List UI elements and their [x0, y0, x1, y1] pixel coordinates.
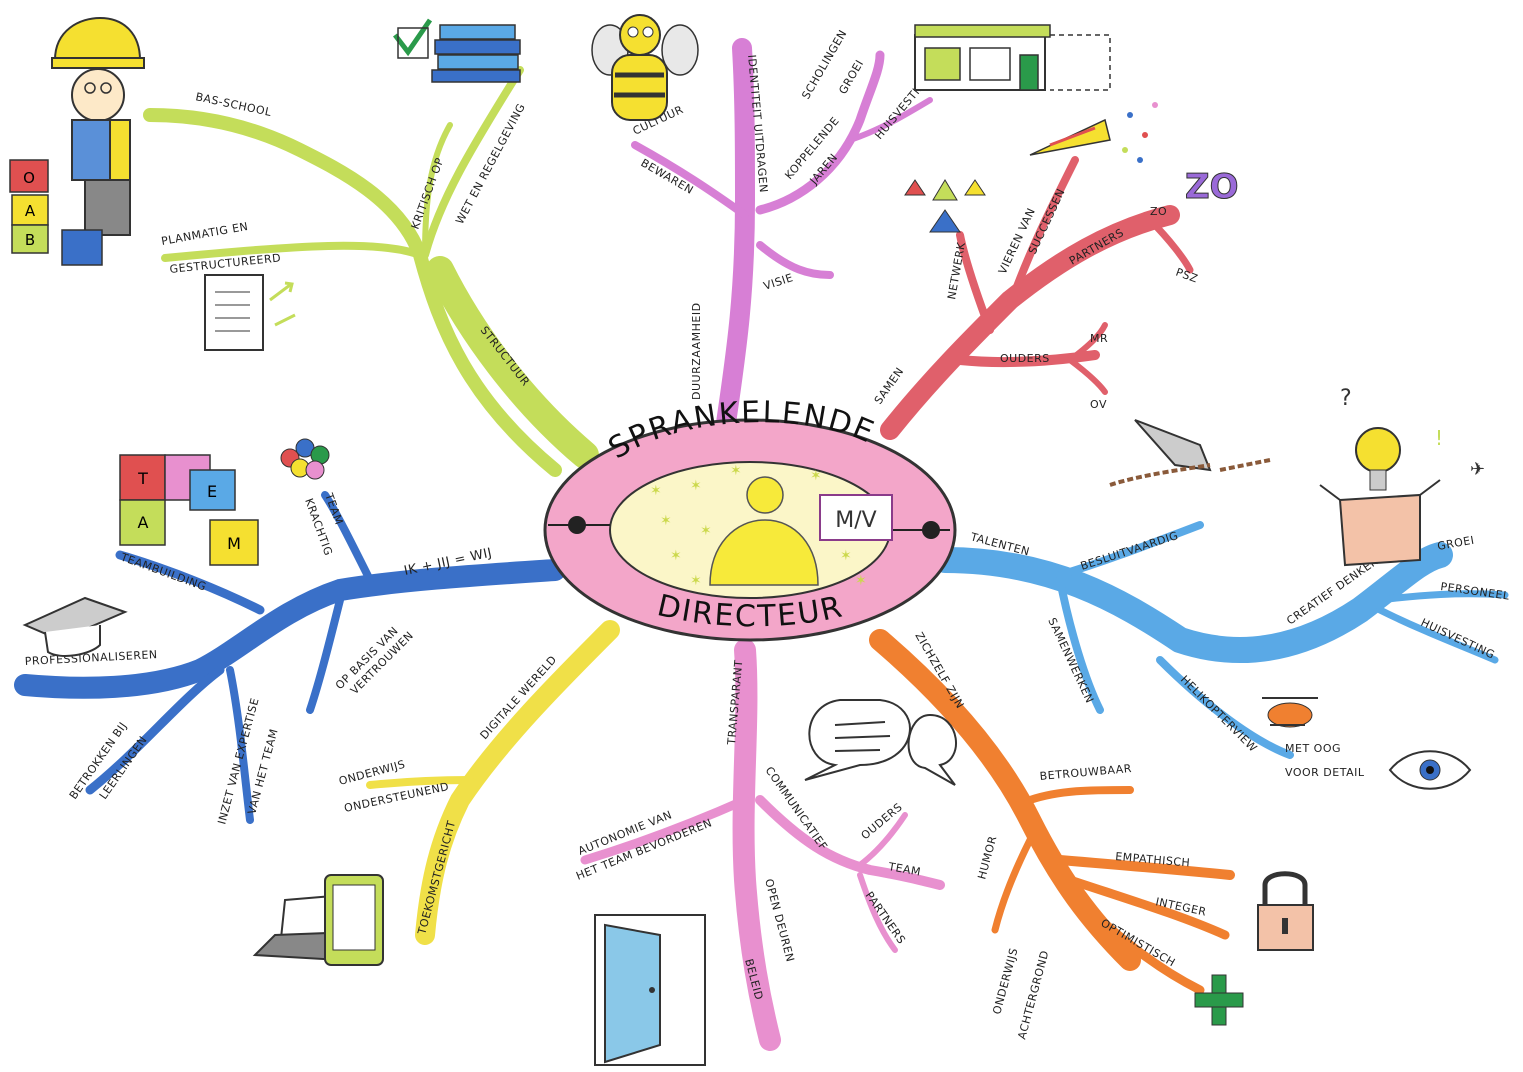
label-met-oog: MET OOG	[1285, 742, 1341, 755]
zo-logo-icon: ZO	[1185, 167, 1240, 208]
branch-duurzaamheid	[631, 38, 933, 440]
svg-text:✶: ✶	[810, 468, 822, 484]
party-horn-icon	[1029, 102, 1158, 163]
label-planmatig: PLANMATIG EN	[160, 220, 249, 248]
label-besluitvaardig: BESLUITVAARDIG	[1079, 529, 1180, 573]
svg-text:M: M	[227, 534, 241, 553]
plus-icon	[1194, 974, 1244, 1026]
books-checkmark-icon	[393, 18, 521, 83]
lightbulb-box-icon: ? ! ✈	[1319, 386, 1485, 567]
svg-text:✶: ✶	[660, 513, 672, 529]
label-humor: HUMOR	[975, 834, 999, 880]
people-group-icon	[280, 438, 330, 480]
branch-team	[14, 491, 566, 824]
svg-text:✶: ✶	[730, 463, 742, 479]
label-open-deuren: OPEN DEUREN	[762, 877, 797, 963]
label-team: TEAM	[322, 491, 346, 527]
svg-text:✶: ✶	[855, 573, 867, 589]
document-arrows-icon	[204, 274, 296, 351]
construction-worker-icon	[51, 16, 145, 236]
branch-zichzelf	[869, 629, 1235, 995]
drill-icon	[1109, 419, 1271, 487]
label-zo: ZO	[1150, 205, 1167, 218]
eye-icon	[1388, 750, 1472, 790]
svg-text:?: ?	[1340, 386, 1352, 411]
svg-text:✶: ✶	[670, 548, 682, 564]
svg-text:ZO: ZO	[1185, 167, 1239, 207]
label-groei-t: GROEI	[1436, 534, 1475, 553]
letter-blocks-icon: O A B	[9, 159, 103, 266]
laptop-tablet-icon	[252, 874, 384, 966]
branch-structuur	[143, 66, 599, 477]
speech-bubbles-icon	[804, 699, 957, 786]
svg-text:E: E	[207, 482, 217, 501]
label-netwerk: NETWERK	[945, 241, 968, 301]
central-node: ✶ ✶ ✶ ✶ ✶ ✶ ✶ ✶ ✶ ✶ M/V SPRANKELENDE DIR…	[543, 395, 957, 642]
label-teambuilding: TEAMBUILDING	[118, 550, 208, 593]
svg-text:✶: ✶	[690, 478, 702, 494]
svg-text:A: A	[25, 202, 36, 220]
graduation-cap-icon	[22, 596, 128, 657]
team-puzzle-icon: T E A M	[119, 454, 259, 566]
label-groei: GROEI	[836, 57, 866, 96]
svg-text:!: !	[1435, 426, 1443, 450]
label-betrouwbaar: BETROUWBAAR	[1039, 762, 1132, 783]
label-samen: SAMEN	[872, 365, 907, 407]
svg-text:A: A	[138, 513, 149, 532]
label-huisvesting-t: HUISVESTING	[1419, 616, 1497, 662]
label-ov: OV	[1090, 398, 1107, 411]
school-building-icon	[914, 24, 1111, 91]
svg-text:T: T	[137, 469, 148, 488]
label-personeel: PERSONEEL	[1440, 580, 1511, 603]
branch-samen	[880, 156, 1194, 440]
svg-text:✶: ✶	[690, 573, 702, 589]
label-achtergrond: ACHTERGROND	[1015, 949, 1051, 1041]
padlock-icon	[1257, 871, 1314, 951]
svg-text:O: O	[23, 169, 35, 187]
bee-icon	[591, 14, 699, 121]
svg-text:✶: ✶	[650, 483, 662, 499]
label-visie: VISIE	[762, 271, 795, 293]
svg-text:✶: ✶	[700, 523, 712, 539]
helicopter-icon	[1262, 697, 1318, 728]
label-ouders-s: OUDERS	[1000, 352, 1050, 365]
label-duurzaamheid: DUURZAAMHEID	[690, 302, 703, 400]
label-onderwijs-z: ONDERWIJS	[990, 946, 1020, 1015]
branch-talenten	[932, 521, 1509, 759]
label-mr: MR	[1090, 332, 1108, 345]
label-psz: PSZ	[1174, 266, 1200, 286]
svg-text:✶: ✶	[840, 548, 852, 564]
gender-badge: M/V	[835, 508, 876, 533]
branch-digitale	[366, 620, 620, 945]
branch-transparant	[580, 639, 945, 1051]
label-team-t: TEAM	[886, 860, 921, 879]
label-helikopterview: HELIKOPTERVIEW	[1178, 673, 1260, 755]
svg-text:✈: ✈	[1470, 459, 1485, 480]
door-icon	[594, 914, 706, 1066]
people-network-icon	[904, 179, 986, 233]
svg-text:B: B	[25, 231, 35, 249]
label-voor-detail: VOOR DETAIL	[1285, 766, 1365, 779]
